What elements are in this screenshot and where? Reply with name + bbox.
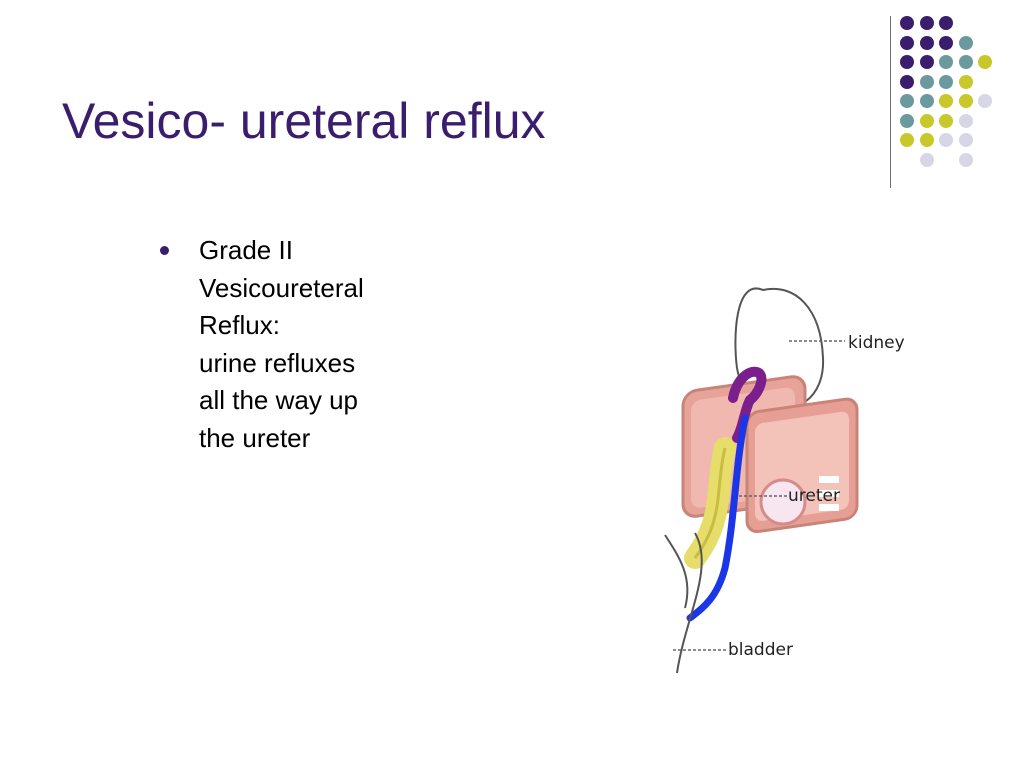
reflux-diagram: kidney ureter bladder: [655, 278, 915, 678]
decorative-dot: [919, 35, 934, 50]
decorative-dot: [919, 113, 934, 128]
ureter-reflux: [686, 414, 749, 622]
decorative-dot: [958, 35, 973, 50]
decorative-dot: [900, 113, 914, 128]
decorative-dot: [939, 55, 953, 69]
bullet-line: Reflux:: [199, 310, 280, 340]
ureter-label: ureter: [788, 486, 840, 506]
decorative-dot: [939, 16, 953, 30]
decorative-divider: [890, 16, 891, 188]
decorative-dot: [958, 74, 973, 89]
decorative-dot-grid: [0, 0, 1024, 200]
bullet-item: Grade II Vesicoureteral Reflux: urine re…: [199, 232, 364, 457]
bullet-line: all the way up: [199, 385, 358, 415]
decorative-dot: [978, 94, 992, 108]
decorative-dot: [900, 94, 914, 108]
decorative-dot: [919, 16, 934, 30]
kidney-label: kidney: [848, 333, 905, 353]
decorative-dot: [939, 133, 953, 147]
bullet-line: Grade II: [199, 235, 293, 265]
decorative-dot: [900, 16, 914, 30]
bullet-line: urine refluxes: [199, 347, 356, 378]
decorative-dot: [958, 94, 973, 108]
decorative-dot: [900, 133, 914, 147]
decorative-dot: [958, 113, 973, 128]
bullet-line: Vesicoureteral: [199, 272, 364, 303]
decorative-dot: [919, 55, 934, 69]
decorative-dot: [939, 94, 953, 108]
decorative-dot: [939, 74, 953, 89]
decorative-dot: [958, 133, 973, 147]
decorative-dot: [900, 55, 914, 69]
decorative-dot: [900, 74, 914, 89]
decorative-dot: [919, 74, 934, 89]
decorative-dot: [978, 55, 992, 69]
bullet-icon: [160, 246, 169, 255]
decorative-dot: [919, 133, 934, 147]
decorative-dot: [939, 113, 953, 128]
decorative-dot: [939, 35, 953, 50]
slide-title: Vesico- ureteral reflux: [62, 93, 546, 149]
decorative-dot: [958, 152, 973, 167]
decorative-dot: [900, 35, 914, 50]
bullet-line: the ureter: [199, 422, 311, 453]
decorative-dot: [919, 152, 934, 167]
bladder-label: bladder: [728, 640, 793, 660]
decorative-dot: [919, 94, 934, 108]
decorative-dot: [958, 55, 973, 69]
